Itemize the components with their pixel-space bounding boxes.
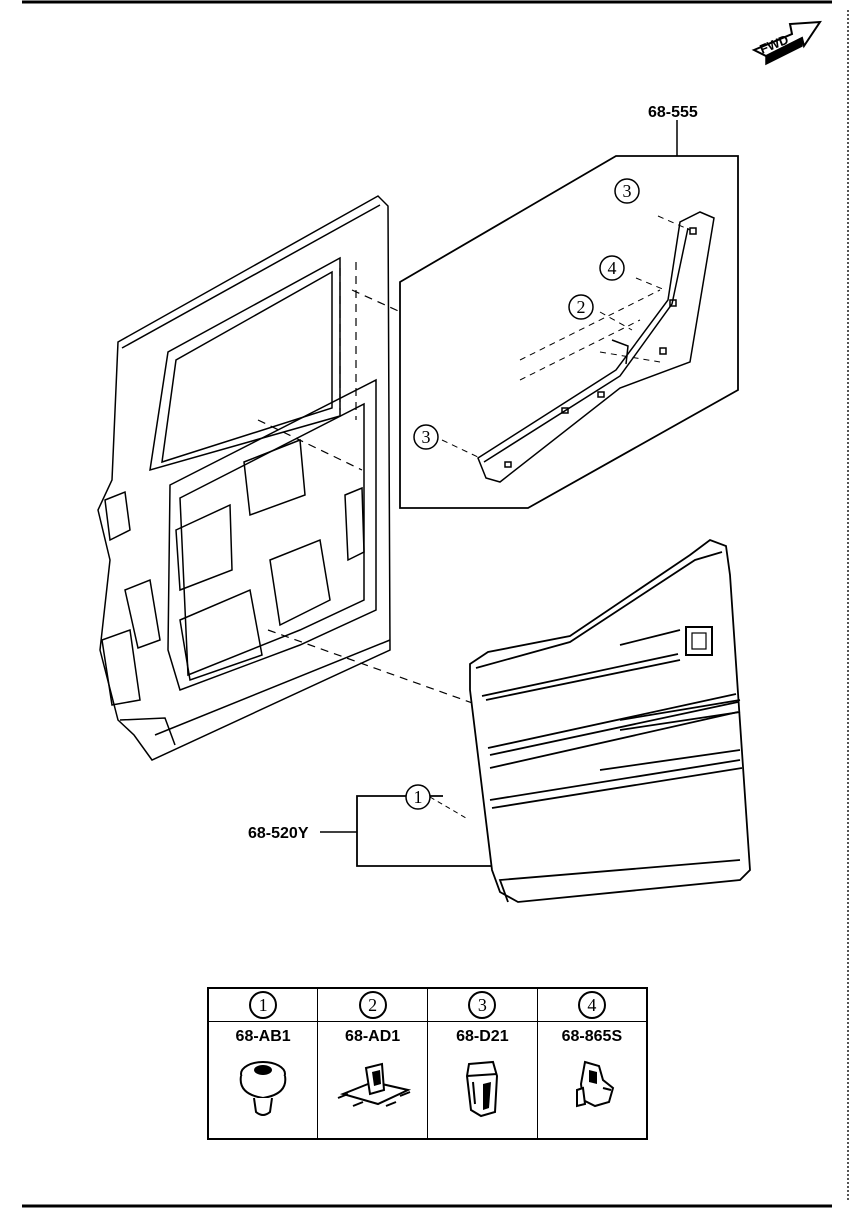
legend-parts-row: 68-AB1 68-AD1 68-D21 — [207, 1021, 648, 1140]
legend-code-3: 68-D21 — [456, 1028, 509, 1045]
legend-part-cell: 68-865S — [536, 1021, 648, 1140]
svg-text:2: 2 — [577, 297, 586, 317]
svg-text:3: 3 — [623, 181, 632, 201]
legend-code-4: 68-865S — [561, 1028, 623, 1045]
callout-2: 2 — [568, 294, 594, 320]
push-rivet-clip-icon — [239, 1061, 287, 1116]
callout-3-bottom: 3 — [413, 424, 439, 450]
retainer-clip-icon — [575, 1060, 615, 1108]
trim-strip-parts — [477, 211, 715, 483]
svg-text:3: 3 — [422, 427, 431, 447]
legend-code-1: 68-AB1 — [235, 1028, 291, 1045]
callout-4: 4 — [599, 255, 625, 281]
legend-index-2: 2 — [358, 991, 387, 1019]
bracket-clip-icon — [337, 1062, 411, 1107]
callout-3-top: 3 — [614, 178, 640, 204]
sliding-door-shell — [97, 195, 391, 761]
legend-index-4: 4 — [577, 991, 606, 1019]
legend-index-cell: 1 — [207, 987, 319, 1022]
legend-code-2: 68-AD1 — [345, 1028, 401, 1045]
fwd-arrow-icon: FWD — [751, 20, 822, 66]
svg-text:4: 4 — [608, 258, 617, 278]
legend-part-cell: 68-D21 — [427, 1021, 538, 1140]
trim-panel-part-number: 68-520Y — [248, 825, 309, 842]
legend-index-cell: 2 — [317, 987, 428, 1022]
trim-fastener-icon — [466, 1060, 499, 1118]
legend-part-cell: 68-AD1 — [317, 1021, 428, 1140]
legend-index-cell: 4 — [536, 987, 648, 1022]
door-trim-panel — [469, 538, 751, 903]
callout-1-label: 1 — [414, 787, 423, 807]
legend-index-3: 3 — [468, 991, 497, 1019]
trim-strip-inset: 68-555 3 4 — [399, 104, 739, 509]
legend-index-cell: 3 — [427, 987, 538, 1022]
trim-strip-part-number: 68-555 — [648, 104, 698, 121]
legend-index-row: 1 2 3 4 — [207, 987, 648, 1022]
legend-part-cell: 68-AB1 — [207, 1021, 319, 1140]
trim-panel-callout: 68-520Y 1 — [248, 784, 492, 867]
fastener-legend-table: 1 2 3 4 68-AB1 68-AD1 68-D21 — [207, 987, 648, 1140]
legend-index-1: 1 — [249, 991, 278, 1019]
